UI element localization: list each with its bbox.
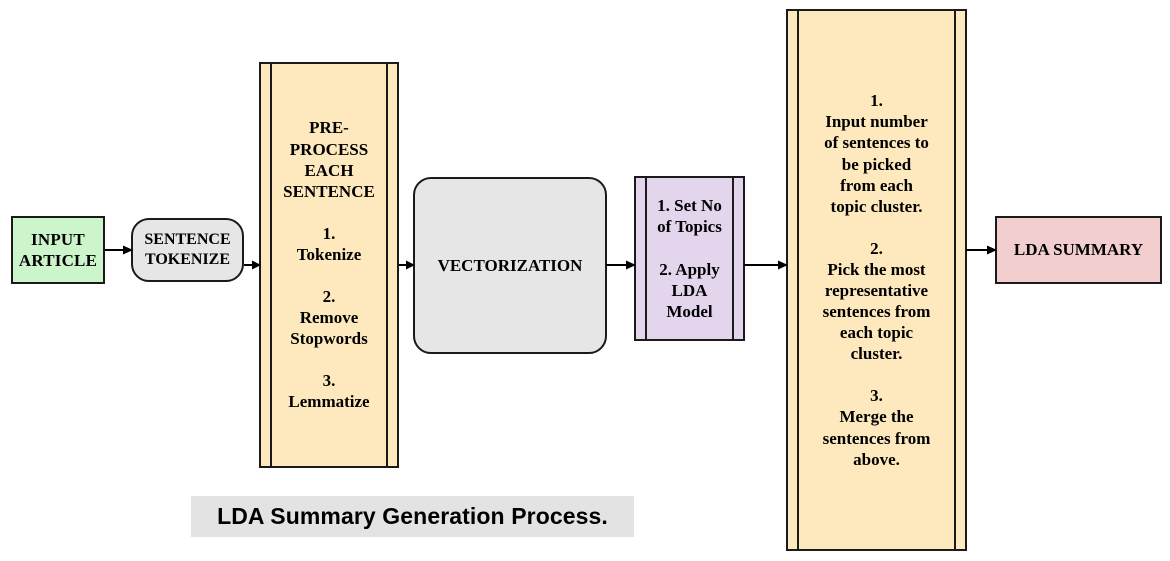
node-preprocess-label: PRE- PROCESS EACH SENTENCE 1. Tokenize 2… xyxy=(283,118,375,412)
node-lda-model-label: 1. Set No of Topics 2. Apply LDA Model xyxy=(657,196,722,321)
arrow-tokenize-to-preprocess xyxy=(244,259,261,271)
node-pick-sentences[interactable]: 1. Input number of sentences to be picke… xyxy=(786,9,967,551)
node-preprocess-each-sentence[interactable]: PRE- PROCESS EACH SENTENCE 1. Tokenize 2… xyxy=(259,62,399,468)
diagram-caption-text: LDA Summary Generation Process. xyxy=(217,503,608,529)
node-sentence-tokenize[interactable]: SENTENCE TOKENIZE xyxy=(131,218,244,282)
node-input-article[interactable]: INPUT ARTICLE xyxy=(11,216,105,284)
node-apply-lda-model[interactable]: 1. Set No of Topics 2. Apply LDA Model xyxy=(634,176,745,341)
node-vectorization[interactable]: VECTORIZATION xyxy=(413,177,607,354)
node-lda-summary[interactable]: LDA SUMMARY xyxy=(995,216,1162,284)
arrow-pick-sentences-to-summary xyxy=(966,244,997,256)
node-input-article-label: INPUT ARTICLE xyxy=(18,229,98,270)
arrow-input-to-tokenize xyxy=(105,244,133,256)
diagram-caption: LDA Summary Generation Process. xyxy=(191,496,634,537)
arrow-preprocess-to-vectorization xyxy=(399,259,415,271)
node-lda-summary-label: LDA SUMMARY xyxy=(1013,240,1144,260)
arrow-vectorization-to-lda xyxy=(606,259,636,271)
node-vectorization-label: VECTORIZATION xyxy=(437,255,583,275)
arrow-lda-to-pick-sentences xyxy=(744,259,788,271)
node-sentence-tokenize-label: SENTENCE TOKENIZE xyxy=(144,231,231,268)
node-pick-sentences-label: 1. Input number of sentences to be picke… xyxy=(822,91,931,469)
